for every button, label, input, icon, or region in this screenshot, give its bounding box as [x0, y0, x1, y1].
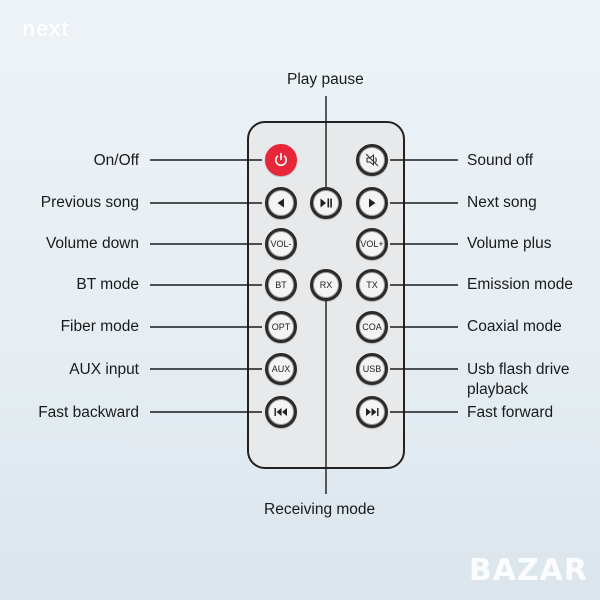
power-button[interactable] — [265, 144, 297, 176]
play-pause-button[interactable] — [310, 187, 342, 219]
aux-text: AUX — [268, 356, 294, 382]
fast-forward-icon — [359, 399, 385, 425]
fast-backward-icon — [268, 399, 294, 425]
label-receiving-mode: Receiving mode — [264, 501, 376, 518]
volume-down-text: VOL- — [268, 231, 294, 257]
label-volume-plus: Volume plus — [467, 235, 552, 252]
coa-text: COA — [359, 314, 385, 340]
volume-plus-button[interactable]: VOL+ — [356, 228, 388, 260]
bt-mode-button[interactable]: BT — [265, 269, 297, 301]
watermark-next: next — [22, 16, 70, 41]
label-fast-forward: Fast forward — [467, 404, 554, 421]
fast-forward-button[interactable] — [356, 396, 388, 428]
emission-mode-button[interactable]: TX — [356, 269, 388, 301]
previous-song-button[interactable] — [265, 187, 297, 219]
next-icon — [359, 190, 385, 216]
mute-icon — [359, 147, 385, 173]
fast-backward-button[interactable] — [265, 396, 297, 428]
opt-text: OPT — [268, 314, 294, 340]
aux-input-button[interactable]: AUX — [265, 353, 297, 385]
label-on-off: On/Off — [93, 152, 139, 169]
label-emission-mode: Emission mode — [467, 276, 573, 293]
power-icon — [268, 147, 294, 173]
watermark-bazar: BAZAR — [468, 553, 588, 588]
label-aux-input: AUX input — [69, 361, 139, 378]
label-usb-line1: Usb flash drive — [467, 361, 570, 378]
previous-icon — [268, 190, 294, 216]
volume-plus-text: VOL+ — [359, 231, 385, 257]
mute-button[interactable] — [356, 144, 388, 176]
label-sound-off: Sound off — [467, 152, 534, 169]
receiving-mode-button[interactable]: RX — [310, 269, 342, 301]
play-pause-icon — [313, 190, 339, 216]
usb-playback-button[interactable]: USB — [356, 353, 388, 385]
label-usb-line2: playback — [467, 381, 529, 398]
label-play-pause: Play pause — [287, 71, 364, 88]
label-bt-mode: BT mode — [76, 276, 139, 293]
label-coaxial-mode: Coaxial mode — [467, 318, 562, 335]
usb-text: USB — [359, 356, 385, 382]
next-song-button[interactable] — [356, 187, 388, 219]
label-volume-down: Volume down — [45, 235, 139, 252]
bt-text: BT — [268, 272, 294, 298]
tx-text: TX — [359, 272, 385, 298]
fiber-mode-button[interactable]: OPT — [265, 311, 297, 343]
label-next-song: Next song — [467, 194, 537, 211]
rx-text: RX — [313, 272, 339, 298]
label-fast-backward: Fast backward — [38, 404, 139, 421]
volume-down-button[interactable]: VOL- — [265, 228, 297, 260]
coaxial-mode-button[interactable]: COA — [356, 311, 388, 343]
label-fiber-mode: Fiber mode — [60, 318, 139, 335]
label-previous-song: Previous song — [40, 194, 139, 211]
